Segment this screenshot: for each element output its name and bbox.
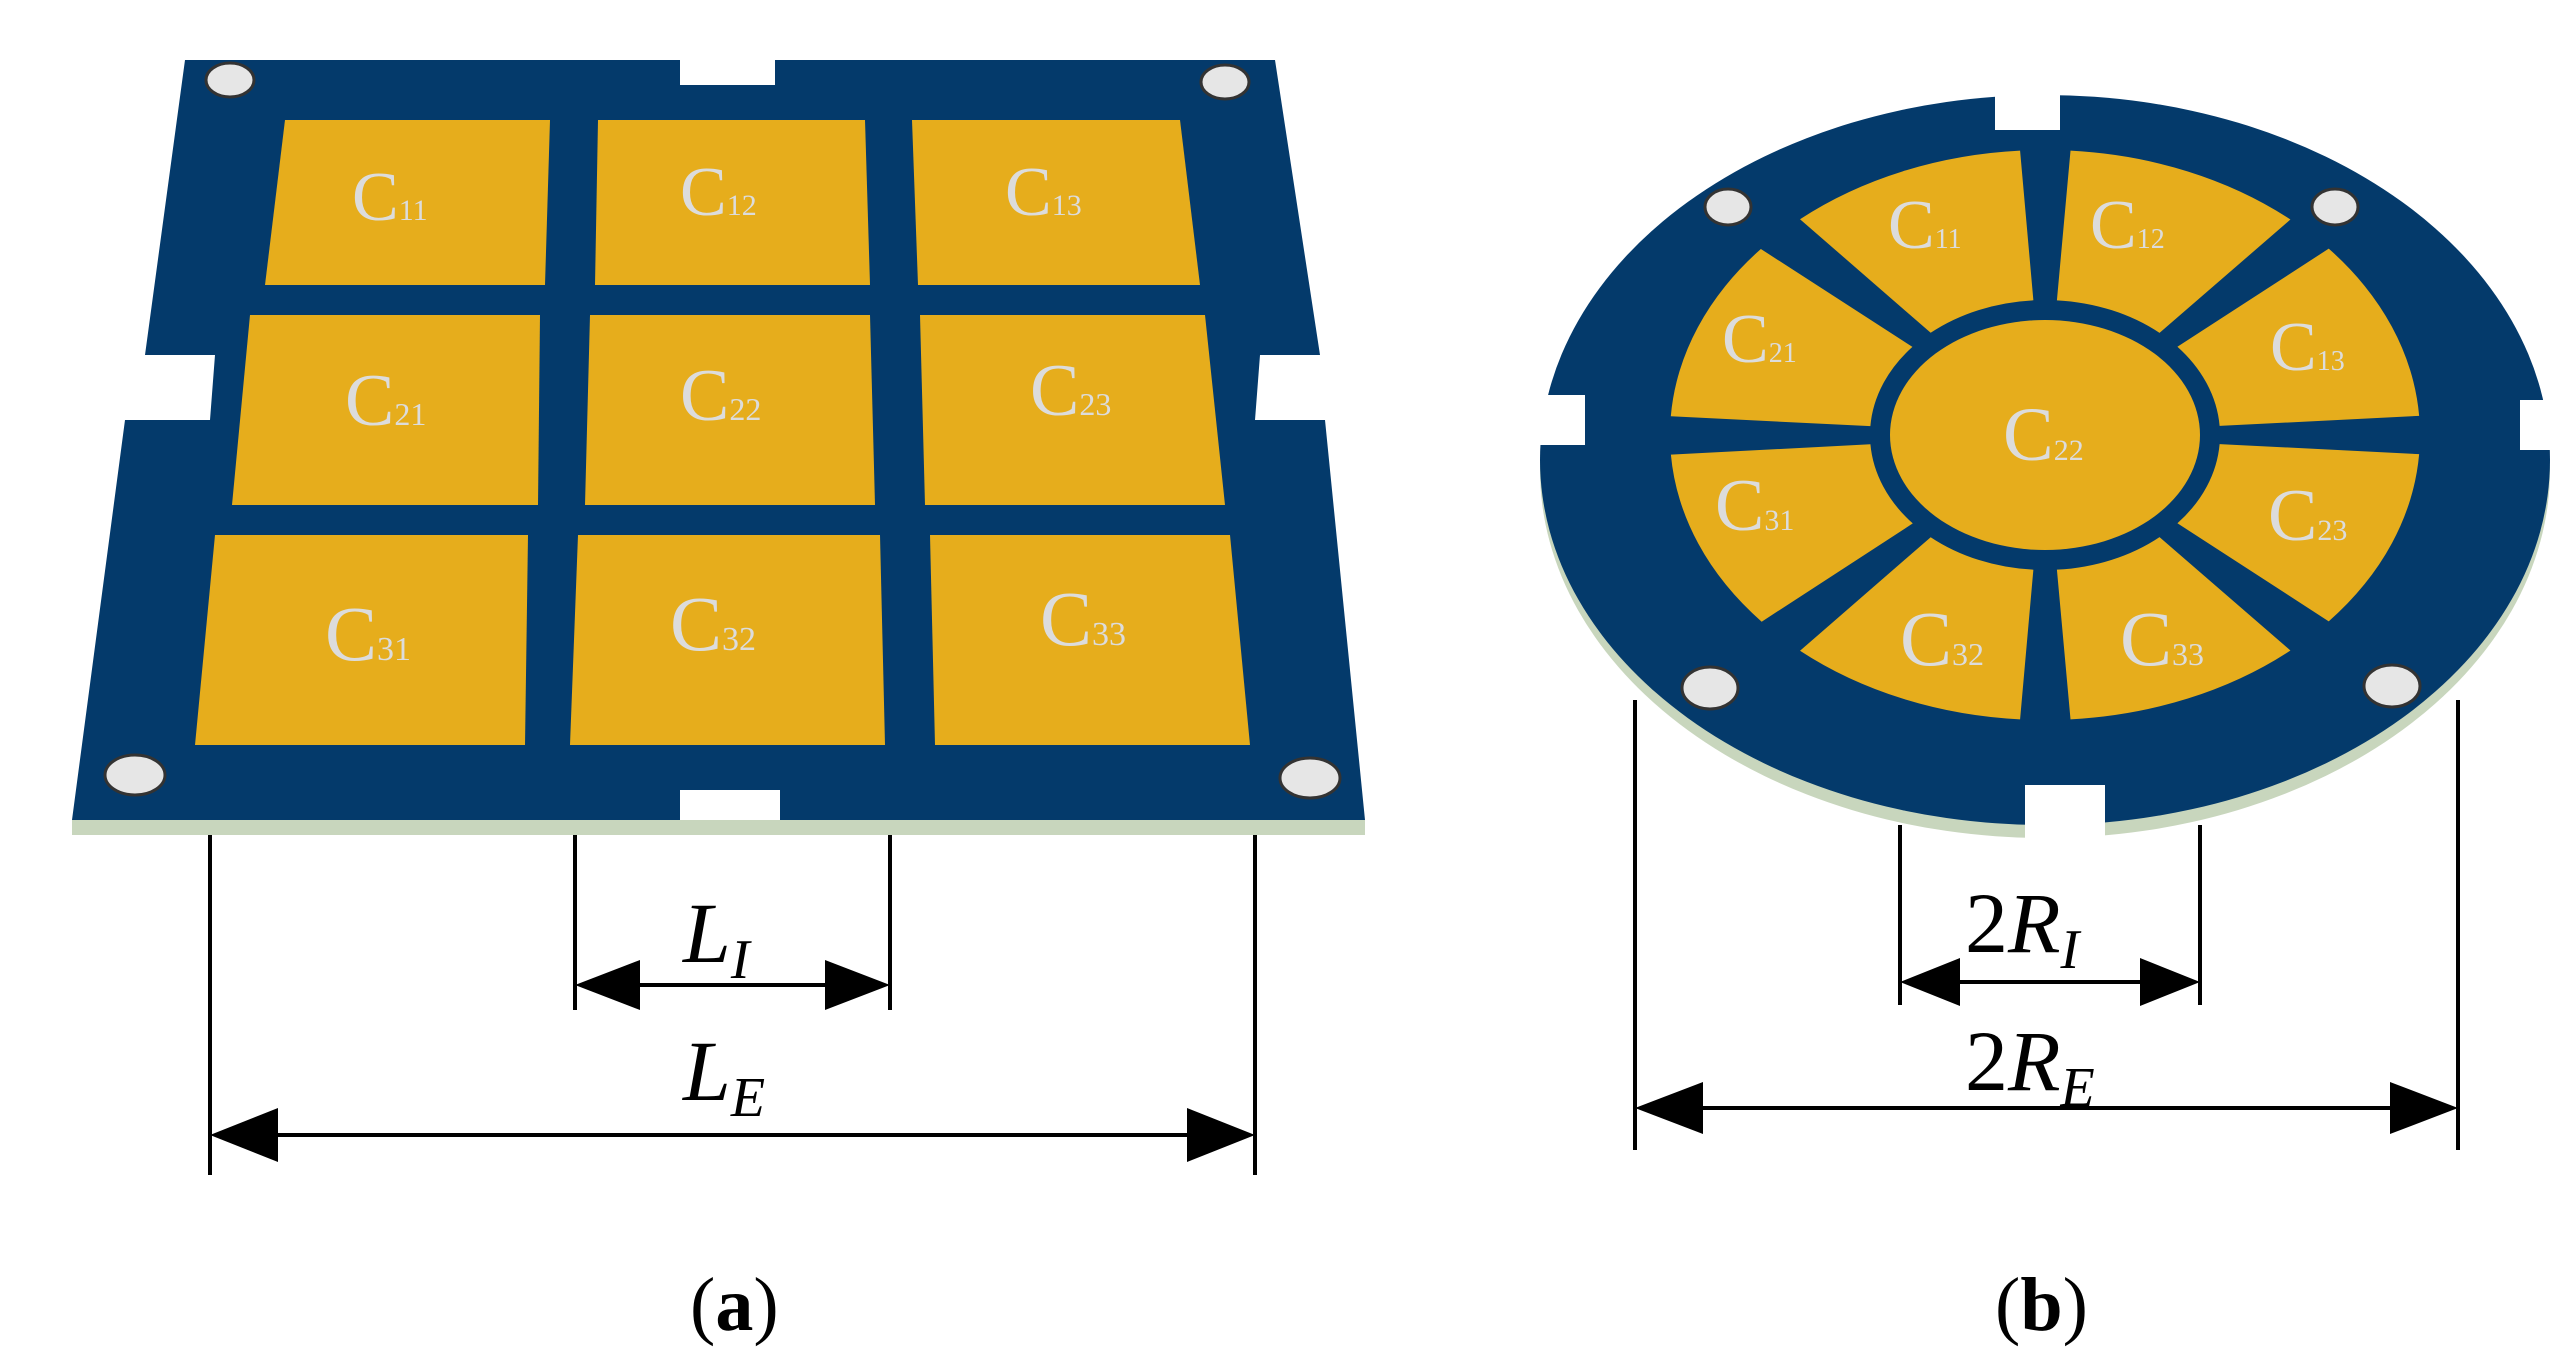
pad-label-c22: C22 xyxy=(680,355,761,437)
square-board-edge xyxy=(72,820,1365,835)
pad-label-c13: C13 xyxy=(1005,154,1082,231)
pad-label-c32: C32 xyxy=(1900,595,1984,682)
caption-a: (a) xyxy=(690,1263,779,1347)
notch xyxy=(1995,85,2060,130)
sector-pad-c13 xyxy=(2177,248,2420,426)
pad-label-c11: C11 xyxy=(352,159,428,236)
mount-hole xyxy=(1703,187,1753,227)
mount-hole xyxy=(2310,187,2360,227)
pad-c11 xyxy=(265,120,550,285)
pad-label-c21: C21 xyxy=(1722,301,1797,378)
caption-b: (b) xyxy=(1995,1263,2088,1347)
mount-hole xyxy=(2362,663,2422,709)
sector-pad-c11 xyxy=(1800,150,2034,333)
round-pad-labels: C11 C12 C13 C23 C33 C32 C31 C21 C22 xyxy=(1715,187,2347,682)
pad-c13 xyxy=(912,120,1200,285)
pad-label-c33: C33 xyxy=(2120,595,2204,682)
pad-label-c13: C13 xyxy=(2270,309,2345,386)
mount-hole xyxy=(1680,665,1740,711)
arrowhead xyxy=(2390,1082,2458,1134)
dimension-label-2re: 2RE xyxy=(1965,1013,2095,1119)
sector-pad-c21 xyxy=(1670,248,1913,427)
pad-label-c23: C23 xyxy=(2268,475,2347,557)
pad-label-c12: C12 xyxy=(2090,187,2165,264)
pad-label-c31: C31 xyxy=(325,590,411,677)
pad-c22 xyxy=(585,315,875,505)
pad-c12 xyxy=(595,120,870,285)
round-dimensions xyxy=(1633,700,2460,1150)
dimension-label-le: LE xyxy=(681,1023,765,1129)
arrowhead xyxy=(1635,1082,1703,1134)
pad-c31 xyxy=(195,535,528,745)
arrowhead xyxy=(1900,958,1960,1006)
arrowhead xyxy=(1187,1108,1255,1162)
pad-label-c11: C11 xyxy=(1888,187,1962,264)
dimension-label-li: LI xyxy=(681,885,752,991)
mount-hole xyxy=(1278,756,1342,800)
pad-c23 xyxy=(920,315,1225,505)
arrowhead xyxy=(210,1108,278,1162)
mount-hole xyxy=(204,61,256,99)
pad-c22-center xyxy=(1890,320,2200,550)
panel-a: C11 C12 C13 C21 C22 C23 C31 C32 C33 LI L… xyxy=(72,60,1365,1347)
mount-hole xyxy=(103,753,167,797)
sector-pad-c33 xyxy=(2056,537,2291,720)
round-board-holes xyxy=(1680,187,2422,711)
pad-label-c31: C31 xyxy=(1715,465,1794,547)
sector-pad-c12 xyxy=(2056,150,2291,333)
pad-label-c33: C33 xyxy=(1040,575,1126,662)
pad-label-c22: C22 xyxy=(2003,393,2084,477)
square-pads xyxy=(195,120,1250,745)
arrowhead xyxy=(2140,958,2200,1006)
panel-b: C11 C12 C13 C23 C33 C32 C31 C21 C22 2RI … xyxy=(1530,85,2560,1347)
pad-c32 xyxy=(570,535,885,745)
arrowhead xyxy=(825,960,890,1010)
pad-c21 xyxy=(232,315,540,505)
notch xyxy=(2025,785,2105,845)
square-dimensions xyxy=(208,835,1257,1175)
sector-pad-c31 xyxy=(1670,444,1913,622)
sector-pads xyxy=(1670,150,2420,720)
pad-label-c23: C23 xyxy=(1030,350,1111,432)
sector-pad-c23 xyxy=(2177,444,2420,622)
pad-label-c21: C21 xyxy=(345,360,426,442)
pad-c33 xyxy=(930,535,1250,745)
sector-pad-c32 xyxy=(1800,537,2034,720)
mount-hole xyxy=(1199,63,1251,101)
square-pad-labels: C11 C12 C13 C21 C22 C23 C31 C32 C33 xyxy=(325,154,1126,677)
dimension-label-2ri: 2RI xyxy=(1965,875,2082,981)
arrowhead xyxy=(575,960,640,1010)
round-board-notches xyxy=(1530,85,2560,845)
square-board-holes xyxy=(103,61,1342,800)
pad-label-c32: C32 xyxy=(670,580,756,667)
notch xyxy=(1530,395,1585,445)
notch xyxy=(2520,400,2560,450)
pad-label-c12: C12 xyxy=(680,154,757,231)
